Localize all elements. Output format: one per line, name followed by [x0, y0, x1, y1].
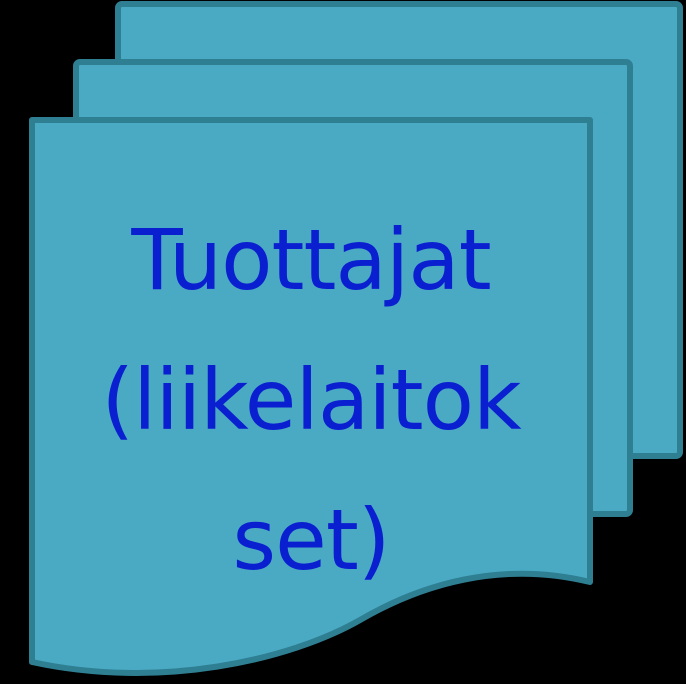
document-label: Tuottajat (liikelaitok set)	[38, 190, 584, 610]
label-line-2: (liikelaitok	[101, 351, 521, 449]
label-line-1: Tuottajat	[131, 211, 491, 309]
label-line-3: set)	[232, 491, 390, 589]
document-page-front	[29, 117, 593, 676]
